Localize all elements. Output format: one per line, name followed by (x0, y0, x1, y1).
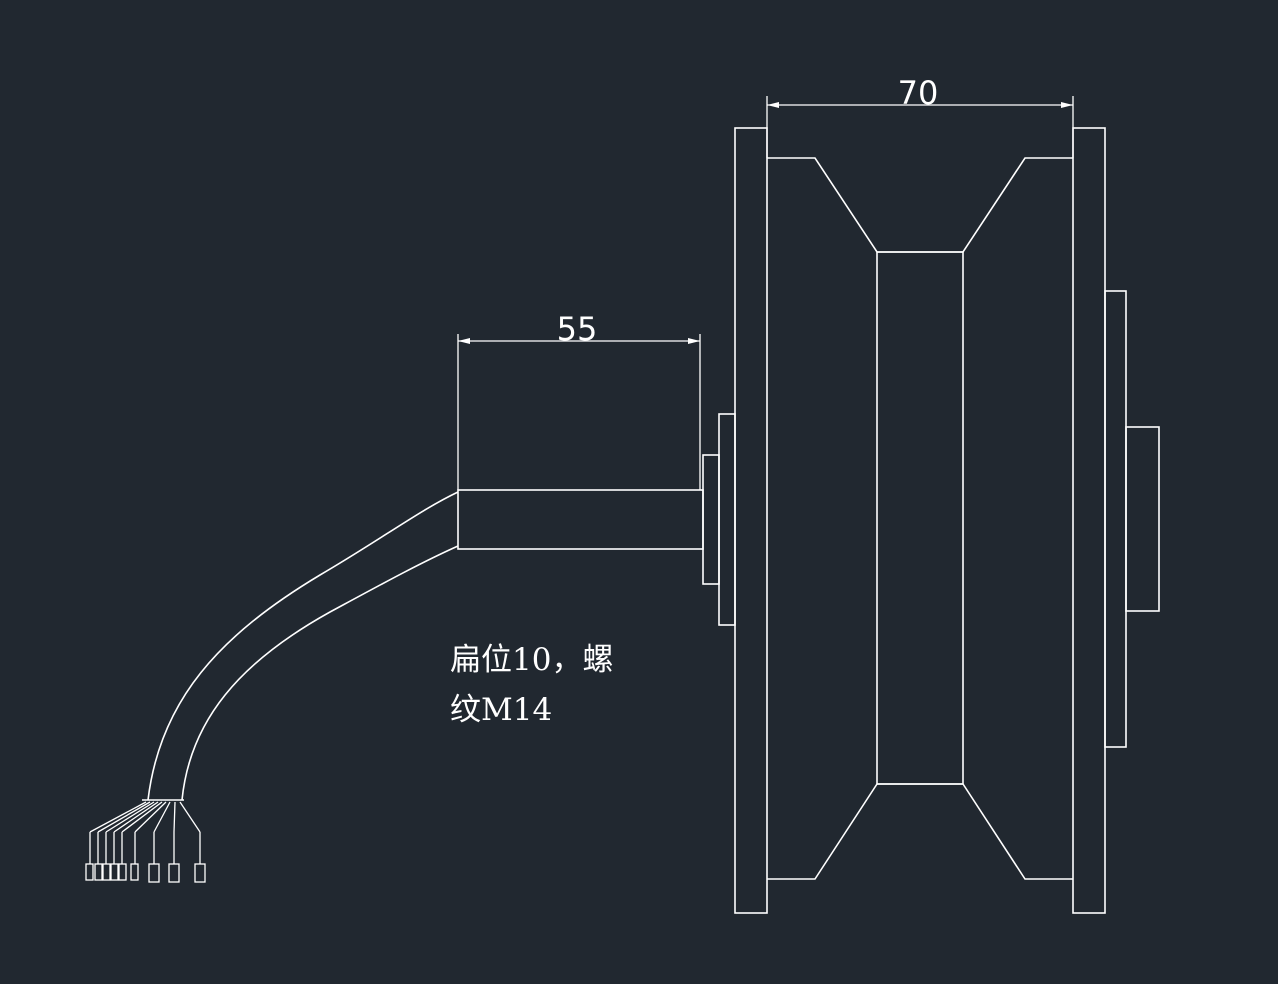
terminal (110, 863, 119, 881)
terminal (148, 863, 160, 883)
cable-edge-lower (181, 545, 459, 801)
dimension-label-55: 55 (557, 310, 598, 348)
left-hub-step-outer (718, 413, 736, 626)
terminal (130, 863, 139, 881)
terminal (85, 863, 94, 881)
terminal (194, 863, 206, 883)
cable-edge-upper (147, 491, 459, 801)
dimension-label-70: 70 (898, 74, 939, 112)
shaft (457, 489, 704, 550)
cable-wires (85, 801, 206, 883)
shaft-note: 扁位10，螺 纹M14 (450, 642, 613, 728)
left-hub-step-inner (702, 454, 720, 585)
shaft-body (457, 489, 704, 550)
right-hub-cover (1104, 290, 1127, 748)
wheel (702, 127, 1160, 914)
terminal (118, 863, 127, 881)
tread-profile-top (767, 157, 1073, 253)
right-flange (1072, 127, 1106, 914)
tread-profile-bottom (767, 783, 1073, 880)
note-line-1: 扁位10，螺 (450, 642, 613, 678)
terminal (94, 863, 103, 881)
right-hub-cap (1125, 426, 1160, 612)
terminal (168, 863, 180, 883)
cable (142, 491, 459, 801)
left-flange (734, 127, 768, 914)
dimension-70: 70 (766, 74, 1074, 158)
dimension-55: 55 (457, 310, 701, 490)
terminal (102, 863, 111, 881)
groove-center (876, 251, 964, 785)
note-line-2: 纹M14 (450, 692, 552, 728)
